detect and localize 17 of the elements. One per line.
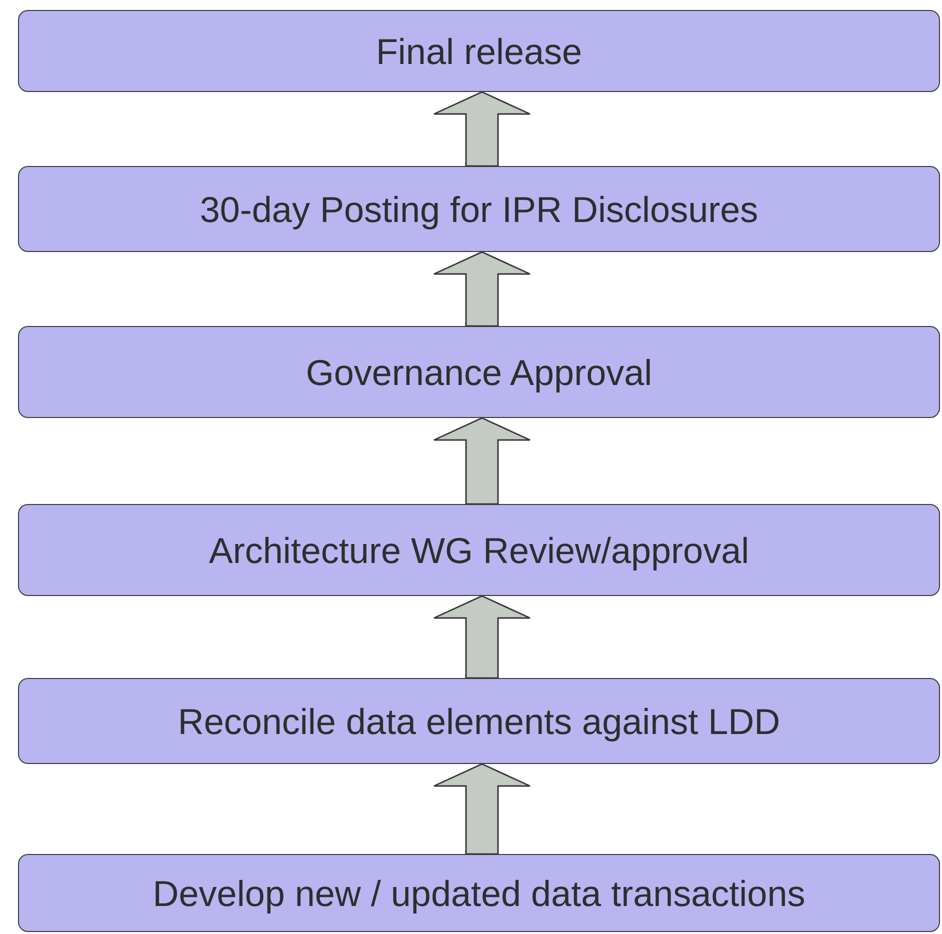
step-label: Reconcile data elements against LDD [178, 700, 780, 744]
step-label: Architecture WG Review/approval [208, 528, 750, 572]
process-box [18, 10, 940, 92]
block-arrow [433, 763, 531, 855]
process-box [18, 854, 940, 932]
step-label: Governance Approval [306, 350, 652, 394]
step-label: Final release [376, 30, 582, 74]
process-box [18, 678, 940, 764]
process-box [18, 504, 940, 596]
block-arrow [433, 417, 531, 505]
block-arrow [433, 251, 531, 327]
step-label: Develop new / updated data transactions [152, 872, 806, 916]
process-box [18, 326, 940, 418]
step-label: 30-day Posting for IPR Disclosures [200, 188, 758, 232]
process-box [18, 166, 940, 252]
block-arrow [433, 91, 531, 167]
block-arrow [433, 595, 531, 679]
